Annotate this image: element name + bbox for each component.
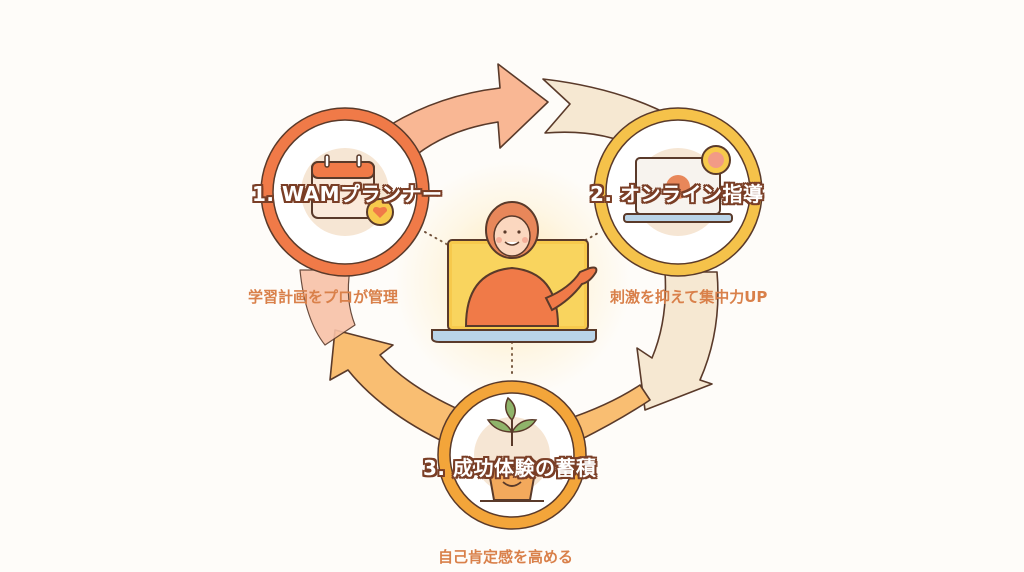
calendar-heart-icon	[311, 154, 394, 226]
arrow-1-tail	[299, 269, 356, 346]
laptop-focus-brain-icon	[623, 145, 733, 223]
arrow-2-to-3-lower	[636, 271, 719, 411]
node-1-title: 1. WAMプランナー	[252, 182, 443, 206]
arrow-3-to-1-right	[564, 384, 651, 441]
node-2-title: 2. オンライン指導	[590, 182, 764, 206]
node-3-subtitle: 自己肯定感を高める	[438, 548, 574, 566]
node-3-title: 3. 成功体験の蓄積	[423, 456, 597, 480]
teacher-figure	[464, 201, 598, 327]
node-1-subtitle: 学習計画をプロが管理	[248, 288, 399, 306]
arrow-1-to-2	[389, 63, 549, 161]
smiling-plant-pot-icon	[480, 396, 544, 502]
node-2-subtitle: 刺激を抑えて集中力UP	[610, 288, 768, 306]
